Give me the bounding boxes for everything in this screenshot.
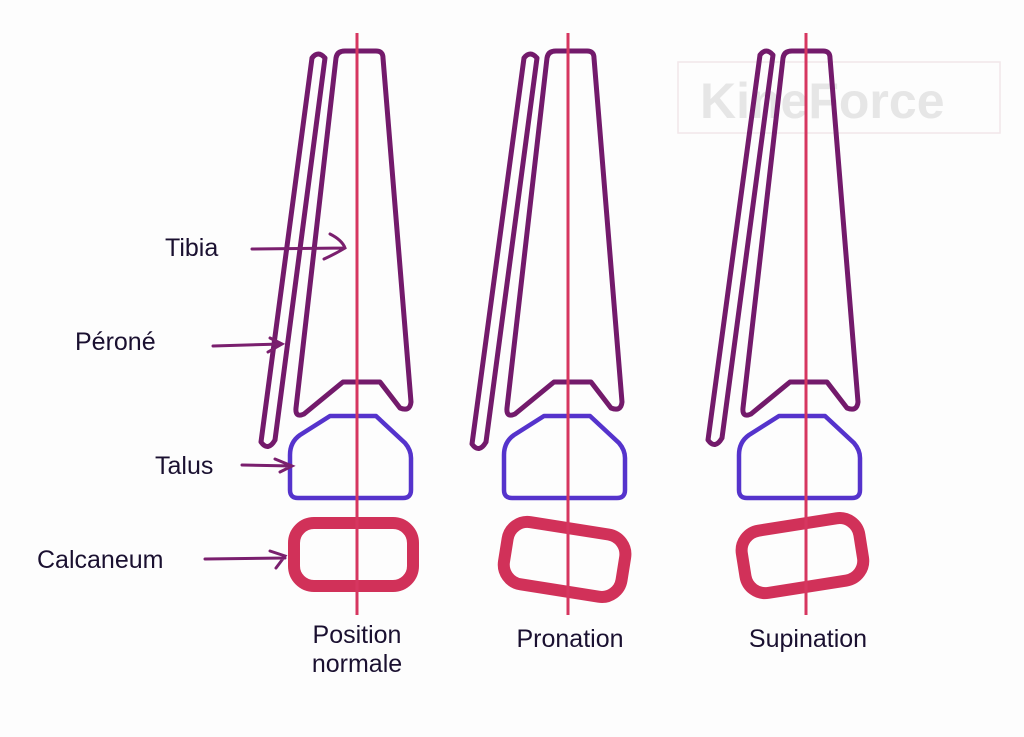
arrow-talus-icon <box>240 457 296 474</box>
arrow-calcaneum-icon <box>203 549 288 570</box>
tibia-normal <box>293 48 414 418</box>
calcaneum-supination <box>735 512 870 600</box>
tibia-supination <box>740 48 861 418</box>
tibia-pronation <box>504 48 625 418</box>
calcaneum-pronation <box>497 515 632 603</box>
talus-normal <box>287 413 414 501</box>
watermark-text: KineForce <box>700 73 945 129</box>
caption-normal-line1: Position <box>313 621 402 649</box>
watermark: KineForce <box>677 61 1001 134</box>
fibula-pronation <box>469 51 540 451</box>
fibula-normal <box>258 51 328 449</box>
caption-normal-line2: normale <box>312 650 402 678</box>
talus-supination <box>736 413 863 501</box>
foot-supination <box>705 33 870 615</box>
label-perone: Péroné <box>75 328 156 356</box>
arrow-tibia-icon <box>250 232 347 261</box>
calcaneum-normal <box>288 517 419 592</box>
arrow-perone-icon <box>211 336 286 354</box>
caption-supination: Supination <box>749 625 867 653</box>
label-talus: Talus <box>155 452 213 480</box>
label-tibia: Tibia <box>165 234 218 262</box>
caption-pronation: Pronation <box>516 625 623 653</box>
foot-normal <box>258 33 419 615</box>
fibula-supination <box>705 48 776 447</box>
talus-pronation <box>501 413 628 501</box>
label-calcaneum: Calcaneum <box>37 546 163 574</box>
foot-pronation <box>469 33 632 615</box>
